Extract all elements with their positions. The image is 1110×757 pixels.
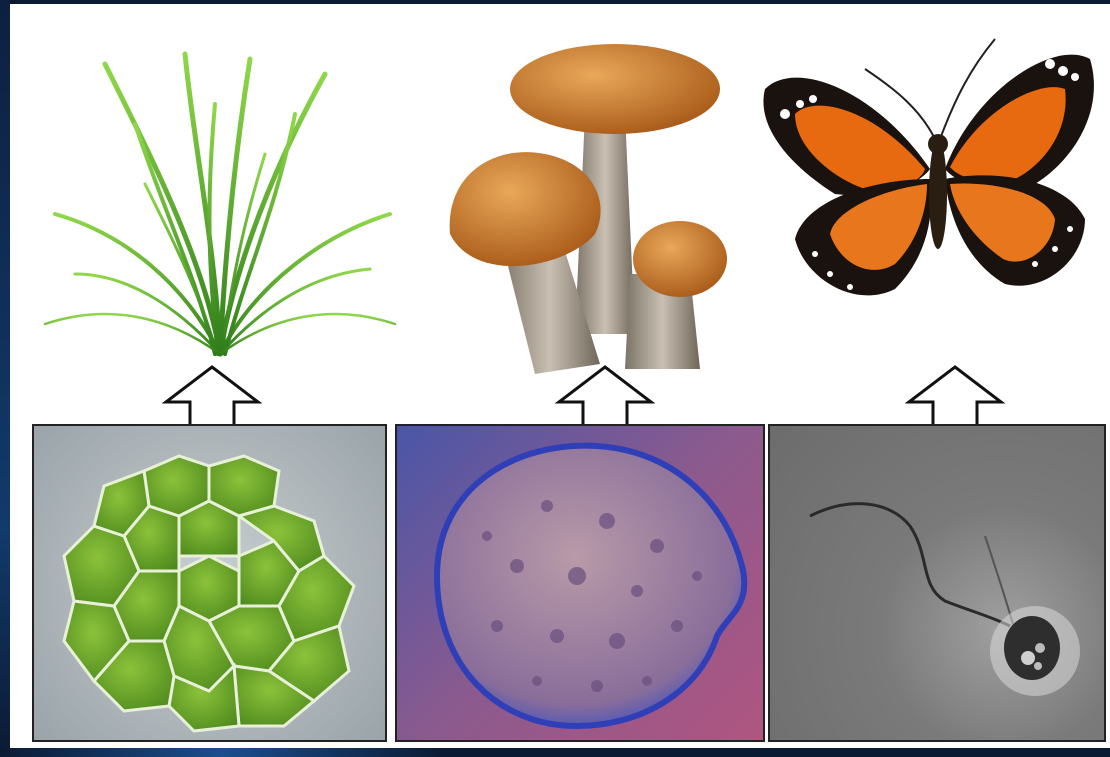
diagram-canvas	[10, 4, 1110, 748]
grass-icon	[35, 44, 405, 364]
frame-bottom-edge	[0, 748, 1110, 757]
mushroom-icon	[435, 34, 735, 384]
butterfly-icon	[755, 19, 1105, 319]
green-colonial-alga-panel	[32, 424, 387, 742]
round-spore-cell-icon	[397, 426, 763, 740]
green-colonial-alga-cells-icon	[34, 426, 385, 740]
round-spore-panel	[395, 424, 765, 742]
flagellated-cell-panel	[768, 424, 1106, 742]
flagellated-cell-icon	[770, 426, 1104, 740]
frame-left-edge	[0, 0, 10, 757]
